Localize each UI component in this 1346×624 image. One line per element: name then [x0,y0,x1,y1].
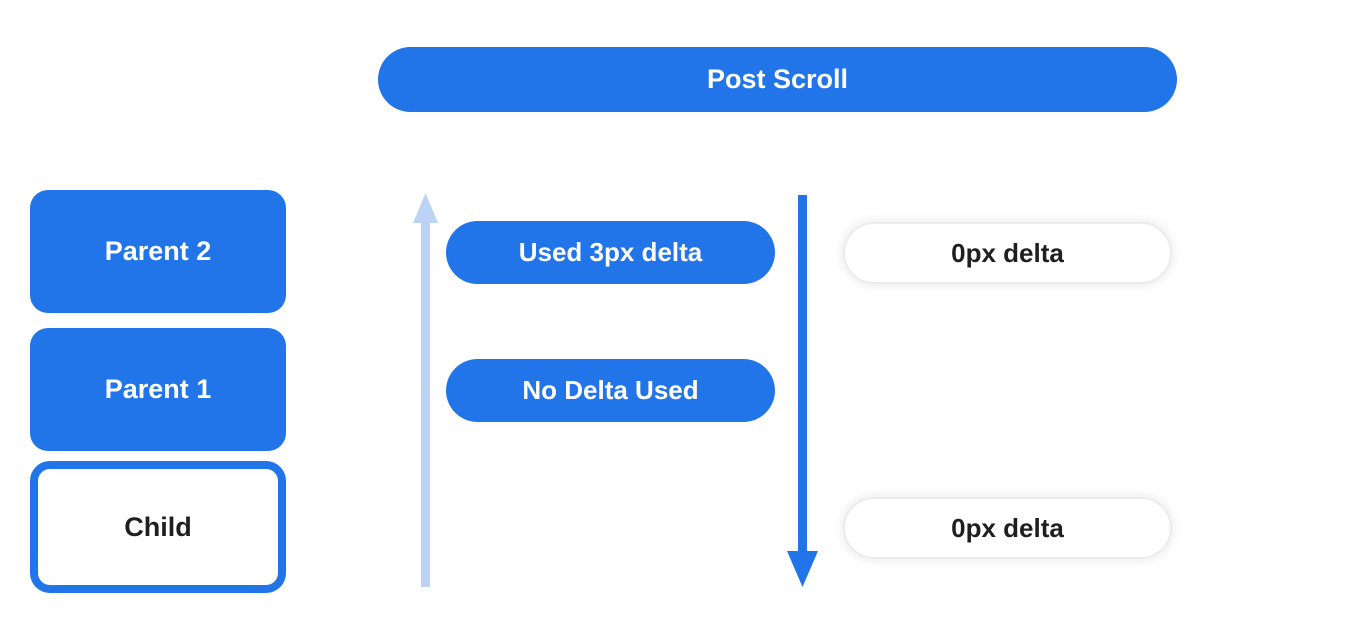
parent2-label: Parent 2 [104,236,212,266]
parent1-box: Parent 1 [30,328,286,451]
up-arrow-icon [413,193,438,587]
zero-px-delta-top-pill: 0px delta [843,222,1172,284]
post-scroll-header-pill: Post Scroll [378,47,1177,112]
down-arrow-icon [787,195,818,587]
no-delta-used-label: No Delta Used [522,375,699,405]
child-box: Child [30,461,286,593]
zero-px-delta-bottom-pill: 0px delta [843,497,1172,559]
used-3px-delta-pill: Used 3px delta [446,221,775,284]
post-scroll-label: Post Scroll [706,64,849,94]
parent1-label: Parent 1 [104,374,212,404]
parent2-box: Parent 2 [30,190,286,313]
used-3px-delta-label: Used 3px delta [518,237,703,267]
zero-px-delta-top-label: 0px delta [951,237,1064,268]
no-delta-used-pill: No Delta Used [446,359,775,422]
zero-px-delta-bottom-label: 0px delta [951,512,1064,543]
child-label: Child [124,511,192,542]
